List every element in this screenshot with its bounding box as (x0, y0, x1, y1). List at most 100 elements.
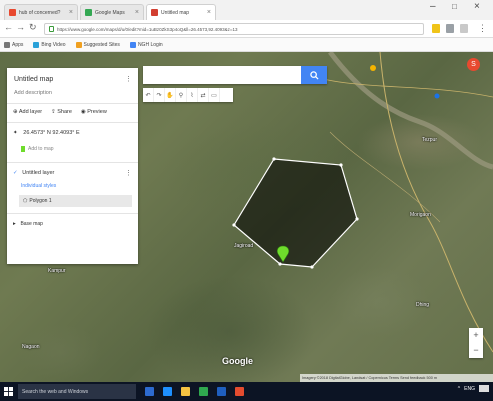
add-layer-button[interactable]: ⊕ Add layer (13, 109, 43, 115)
avatar[interactable]: S (467, 58, 480, 71)
undo-icon[interactable]: ↶ (143, 88, 154, 102)
vertex-handle[interactable] (310, 265, 314, 269)
layer-style-link[interactable]: Individual styles (21, 183, 57, 189)
add-to-map-label: Add to map (28, 146, 54, 152)
tray-chevron-icon[interactable]: ^ (457, 385, 461, 392)
layer-name[interactable]: Untitled layer (22, 170, 55, 176)
search-input[interactable] (143, 66, 301, 84)
poi-marker-icon[interactable] (434, 93, 440, 99)
preview-button[interactable]: ◉ Preview (80, 109, 107, 115)
vertex-handle[interactable] (232, 223, 236, 227)
store-icon[interactable] (199, 387, 208, 396)
more-options-icon[interactable]: ⋮ (125, 76, 132, 83)
minimize-icon[interactable]: – (430, 1, 436, 12)
divider (7, 103, 138, 104)
forward-icon[interactable]: → (16, 22, 25, 32)
bookmark-ngh-login[interactable]: NGH Login (129, 41, 163, 48)
chrome-icon[interactable] (235, 387, 244, 396)
search-button[interactable] (301, 66, 327, 84)
maps-favicon-icon (85, 9, 92, 16)
task-view-icon[interactable] (145, 387, 154, 396)
share-button[interactable]: ⇪ Share (51, 109, 72, 115)
google-icon (129, 41, 136, 48)
divider (7, 162, 138, 163)
directions-icon[interactable]: ⇄ (198, 88, 209, 102)
divider (7, 213, 138, 214)
map-canvas[interactable]: Tezpur Morigaon Jagiroad Kampur Nagaon D… (0, 52, 493, 382)
close-icon[interactable]: × (134, 9, 139, 16)
map-title[interactable]: Untitled map (14, 76, 54, 83)
language-indicator[interactable]: ENG (464, 385, 475, 392)
bookmark-label: Suggested Sites (83, 41, 120, 48)
map-description-row[interactable]: Add description (7, 90, 138, 96)
poi-marker-icon[interactable] (370, 65, 376, 71)
zoom-in-button[interactable]: + (473, 330, 479, 340)
vertex-handle[interactable] (339, 163, 343, 167)
vertex-handle[interactable] (272, 157, 276, 161)
add-to-map-row[interactable]: Add to map (7, 146, 138, 152)
chevron-down-icon: ▸ (13, 221, 16, 227)
vertex-handle[interactable] (355, 217, 359, 221)
measure-icon[interactable]: ▭ (209, 88, 220, 102)
back-icon[interactable]: ← (4, 22, 13, 32)
browser-tab-3[interactable]: Untitled map × (146, 4, 216, 20)
extension-icon[interactable] (446, 24, 454, 33)
base-map-row[interactable]: ▸ Base map (7, 221, 138, 227)
panel-actions: ⊕ Add layer ⇪ Share ◉ Preview (7, 109, 138, 115)
maximize-icon[interactable]: □ (452, 2, 457, 11)
location-pin-icon[interactable] (276, 245, 290, 263)
draw-line-icon[interactable]: ⌇ (187, 88, 198, 102)
vertex-handle[interactable] (278, 262, 282, 266)
close-icon[interactable]: × (68, 9, 73, 16)
start-button[interactable] (0, 382, 16, 401)
bookmark-suggested-sites[interactable]: Suggested Sites (75, 41, 120, 48)
bookmark-manager-icon[interactable] (460, 24, 468, 33)
close-window-icon[interactable]: × (474, 1, 480, 12)
hand-icon[interactable]: ✋ (165, 88, 176, 102)
bookmarks-bar: Apps Bing Video Suggested Sites NGH Logi… (0, 38, 493, 52)
layer-header[interactable]: ✓ Untitled layer (7, 170, 138, 176)
map-overlay (232, 52, 493, 353)
map-description[interactable]: Add description (14, 90, 52, 96)
add-layer-label: Add layer (18, 109, 43, 115)
river-line (328, 52, 493, 170)
bookmark-bing[interactable]: Bing Video (33, 41, 66, 48)
layer-item-label: Polygon 1 (29, 198, 52, 204)
reload-icon[interactable]: ↻ (29, 22, 37, 32)
word-icon[interactable] (217, 387, 226, 396)
system-tray: ^ ENG (458, 385, 489, 392)
map-title-row[interactable]: Untitled map (7, 76, 138, 83)
redo-icon[interactable]: ↷ (154, 88, 165, 102)
add-marker-icon[interactable]: ⚲ (176, 88, 187, 102)
pin-icon: ✦ (13, 130, 18, 136)
map-search-bar (143, 66, 327, 84)
layer-item-polygon[interactable]: ⬠ Polygon 1 (19, 195, 132, 207)
menu-icon[interactable]: ⋮ (478, 23, 487, 33)
lock-icon (49, 26, 54, 32)
browser-tab-1[interactable]: hub of concerned? × (4, 4, 78, 20)
star-icon[interactable] (432, 24, 440, 33)
address-bar[interactable]: https://www.google.com/maps/d/u/0/edit?m… (44, 23, 424, 35)
edge-icon[interactable] (163, 387, 172, 396)
map-tool-bar: ↶ ↷ ✋ ⚲ ⌇ ⇄ ▭ (143, 88, 233, 102)
layer-options-icon[interactable]: ⋮ (125, 170, 132, 177)
zoom-out-button[interactable]: − (473, 345, 479, 355)
coordinates-row[interactable]: ✦ 26.4573° N 92.4093° E (7, 130, 138, 136)
zoom-control: + − (469, 328, 483, 358)
tab-title: Untitled map (161, 9, 190, 16)
place-label: Morigaon (410, 212, 431, 218)
close-icon[interactable]: × (206, 9, 211, 16)
tab-title: Google Maps (95, 9, 125, 16)
place-label: Tezpur (422, 137, 438, 143)
bookmark-apps[interactable]: Apps (4, 41, 23, 48)
url-text: https://www.google.com/maps/d/u/0/edit?m… (57, 26, 238, 32)
drawn-polygon[interactable] (233, 158, 358, 268)
layer-style-row[interactable]: Individual styles (7, 183, 138, 189)
checkbox-icon[interactable]: ✓ (13, 170, 18, 176)
browser-tab-2[interactable]: Google Maps × (80, 4, 144, 20)
taskbar-search-box[interactable]: Search the web and Windows (18, 384, 136, 399)
notification-icon[interactable] (479, 385, 489, 392)
road-line (299, 71, 493, 98)
file-explorer-icon[interactable] (181, 387, 190, 396)
